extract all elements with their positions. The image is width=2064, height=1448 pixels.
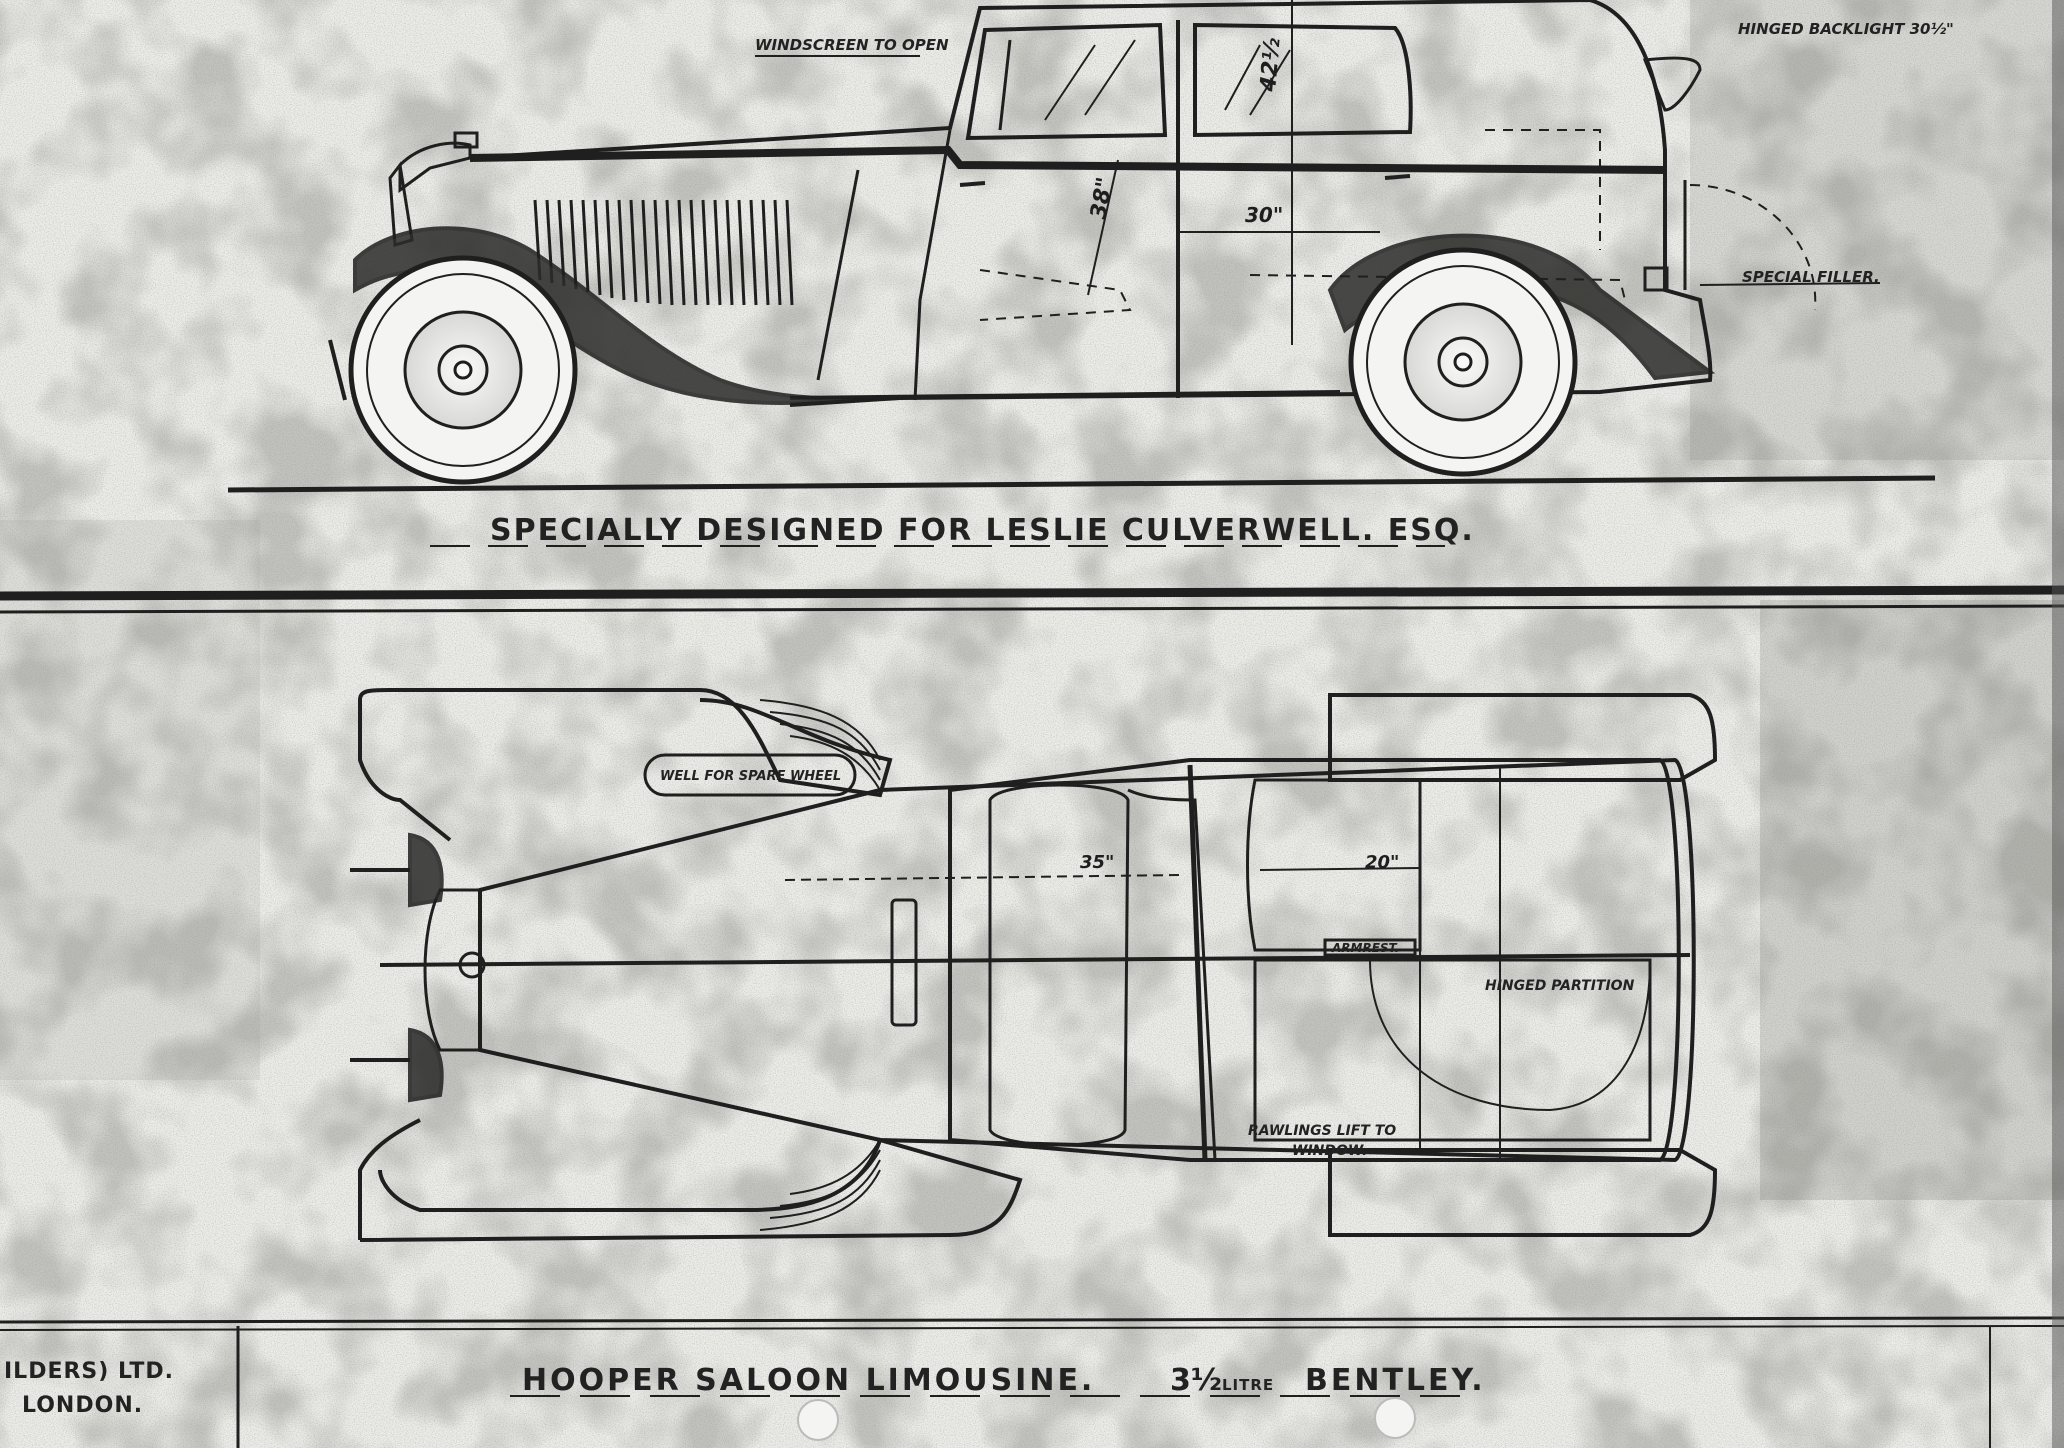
front-seat-divider [1127,788,1217,1161]
litre-label: LITRE [1222,1376,1274,1394]
backlight-hinge [1642,56,1702,112]
stain-right [1760,600,2064,1200]
windscreen-note: WINDSCREEN TO OPEN [755,36,949,54]
spare-wheel-note: WELL FOR SPARE WHEEL [660,769,841,784]
stain-left [0,520,260,1080]
rear-wheel [1348,247,1578,477]
side-view-caption: SPECIALLY DESIGNED FOR LESLIE CULVERWELL… [490,513,1475,548]
armrest-bar [1323,938,1417,957]
maker-line-1: ILDERS) LTD. [4,1359,174,1384]
maker-line-2: LONDON. [22,1393,143,1418]
rear-seat-upper [1246,778,1422,952]
front-width-dimension: 35" [1080,852,1114,873]
front-width-line [784,874,1181,881]
plan-body-outline [478,757,1696,1163]
bonnet-louvres [533,199,794,306]
page-edge [2052,0,2064,1448]
plan-wing-front-top-edge [358,700,452,842]
radiator-cap [453,131,479,149]
plan-wing-front-top [358,688,893,798]
punch-hole-left [797,1399,839,1441]
belt-line [469,145,1666,174]
scuttle-line [816,169,860,381]
filler-note: SPECIAL FILLER. [1742,268,1880,286]
front-bumper [328,339,347,401]
make-label: BENTLEY. [1305,1363,1486,1398]
door-handle-front [959,181,986,187]
plan-scuttle-vent [890,898,918,1027]
running-board [789,390,1341,400]
separator-upper [0,585,2064,601]
rear-seat-lower [1253,958,1652,1142]
stain-top-right [1690,0,2064,460]
body-outline [469,0,1713,407]
backlight-swing-arc [1689,184,1817,311]
front-seat-outline [988,783,1130,1147]
plan-radiator-cap [458,951,486,979]
b-pillar-plan [1187,764,1208,1161]
rear-trunk-dashed [1485,129,1601,250]
rear-width-dimension: 20" [1365,852,1399,873]
plan-wing-hatching [759,699,881,1231]
door-handle-rear [1384,174,1411,180]
partition-swing-arc [1369,959,1651,1112]
window-hatching [1044,39,1291,121]
front-seat-dashed [979,269,1132,321]
front-wheel [348,255,578,485]
quarter-light [998,39,1012,131]
window-note: WINDOW. [1292,1143,1367,1159]
rear-window [1193,22,1413,138]
height-dimension: 42½ [1256,37,1286,94]
plan-view [350,688,1718,1242]
rear-seat-dashed [1249,274,1626,301]
plan-cabin [948,758,1681,1162]
separator-upper-thin [0,604,2064,614]
plan-wing-rear-bottom [1328,1148,1718,1237]
title-block-top-rule-thin [0,1325,2064,1331]
plan-centre-line [379,953,1691,967]
armrest-note: ARMREST. [1331,941,1399,955]
engine-size: 3½ [1170,1363,1222,1398]
seat-depth-dimension: 30" [1245,203,1283,227]
bonnet-front [398,141,472,193]
punch-hole-right [1374,1397,1416,1439]
drawing-title: HOOPER SALOON LIMOUSINE. [522,1363,1095,1398]
rear-width-line [1259,867,1421,871]
seat-height-line [1087,159,1119,296]
spare-wheel-well [643,753,857,797]
headlamp-top [408,832,444,908]
partition-note: HINGED PARTITION [1485,978,1635,994]
filler-cap [1643,266,1669,292]
title-block-top-rule [0,1316,2064,1324]
filler-leader [1699,282,1881,286]
headlamp-bottom [408,1027,444,1103]
ground-line [227,475,1936,493]
door-front-edge [913,129,952,401]
front-window [965,22,1168,141]
plan-wing-rear-top [1328,693,1718,782]
backlight-note: HINGED BACKLIGHT 30½" [1738,20,1954,38]
plan-wing-front-bottom-edge [358,1118,421,1240]
side-elevation [227,0,1936,493]
rawlings-note: RAWLINGS LIFT TO [1248,1123,1396,1139]
plan-radiator [423,888,482,1052]
